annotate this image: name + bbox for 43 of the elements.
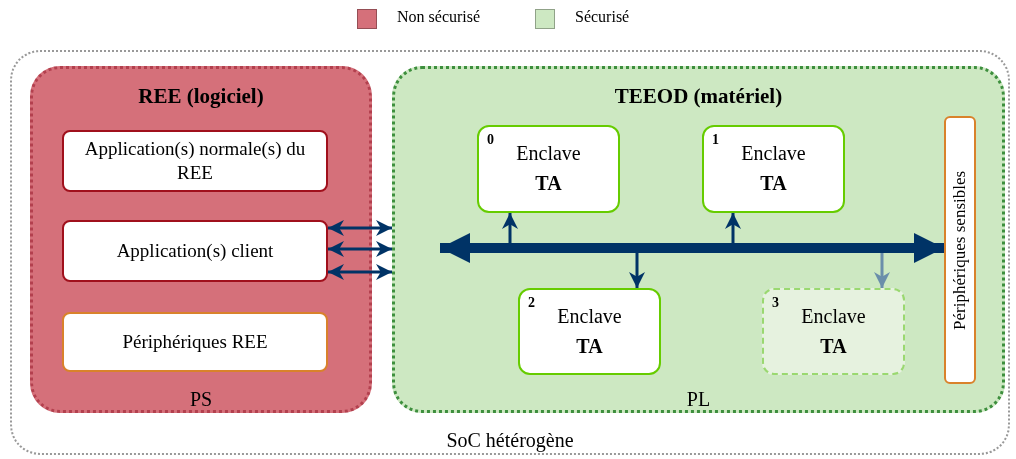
arrow — [328, 220, 392, 236]
application-box — [62, 220, 328, 282]
region-label: SoC hétérogène — [445, 428, 575, 453]
bus-arrow — [914, 233, 944, 263]
ta-label: TA — [819, 334, 848, 359]
index-number: 3 — [772, 294, 779, 312]
arrow — [502, 213, 518, 243]
enclave-box — [518, 288, 661, 375]
bus-arrow — [440, 233, 500, 263]
arrow — [328, 241, 392, 257]
index-number: 1 — [712, 131, 719, 149]
region-label: PS — [188, 387, 214, 412]
application-box — [62, 130, 328, 192]
region-title: TEEOD (matériel) — [613, 83, 784, 110]
arrow — [629, 253, 645, 288]
soc-region — [10, 50, 1010, 455]
peripheral-box — [62, 312, 328, 372]
enclave-box — [762, 288, 905, 375]
teeod-region — [392, 66, 1005, 413]
arrow — [874, 253, 890, 288]
arrow — [725, 213, 741, 243]
arrow — [328, 264, 392, 280]
region-label: PL — [685, 387, 712, 412]
ta-label: TA — [759, 171, 788, 196]
ree-region — [30, 66, 372, 413]
enclave-label: Enclave — [740, 141, 807, 166]
legend-label: Sécurisé — [575, 8, 630, 26]
box-label: Application(s) client — [115, 239, 275, 263]
enclave-label: Enclave — [800, 304, 867, 329]
region-title: REE (logiciel) — [137, 83, 265, 110]
ta-label: TA — [575, 334, 604, 359]
ta-label: TA — [534, 171, 563, 196]
index-number: 2 — [528, 294, 535, 312]
legend-label: Non sécurisé — [397, 8, 481, 26]
enclave-label: Enclave — [556, 304, 623, 329]
enclave-label: Enclave — [515, 141, 582, 166]
peripheral-box — [944, 116, 976, 384]
index-number: 0 — [487, 131, 494, 149]
box-label: Périphériques sensibles — [949, 169, 970, 332]
enclave-box — [702, 125, 845, 213]
enclave-box — [477, 125, 620, 213]
box-label: Application(s) normale(s) du REE — [83, 137, 307, 185]
box-label: Périphériques REE — [121, 330, 269, 354]
